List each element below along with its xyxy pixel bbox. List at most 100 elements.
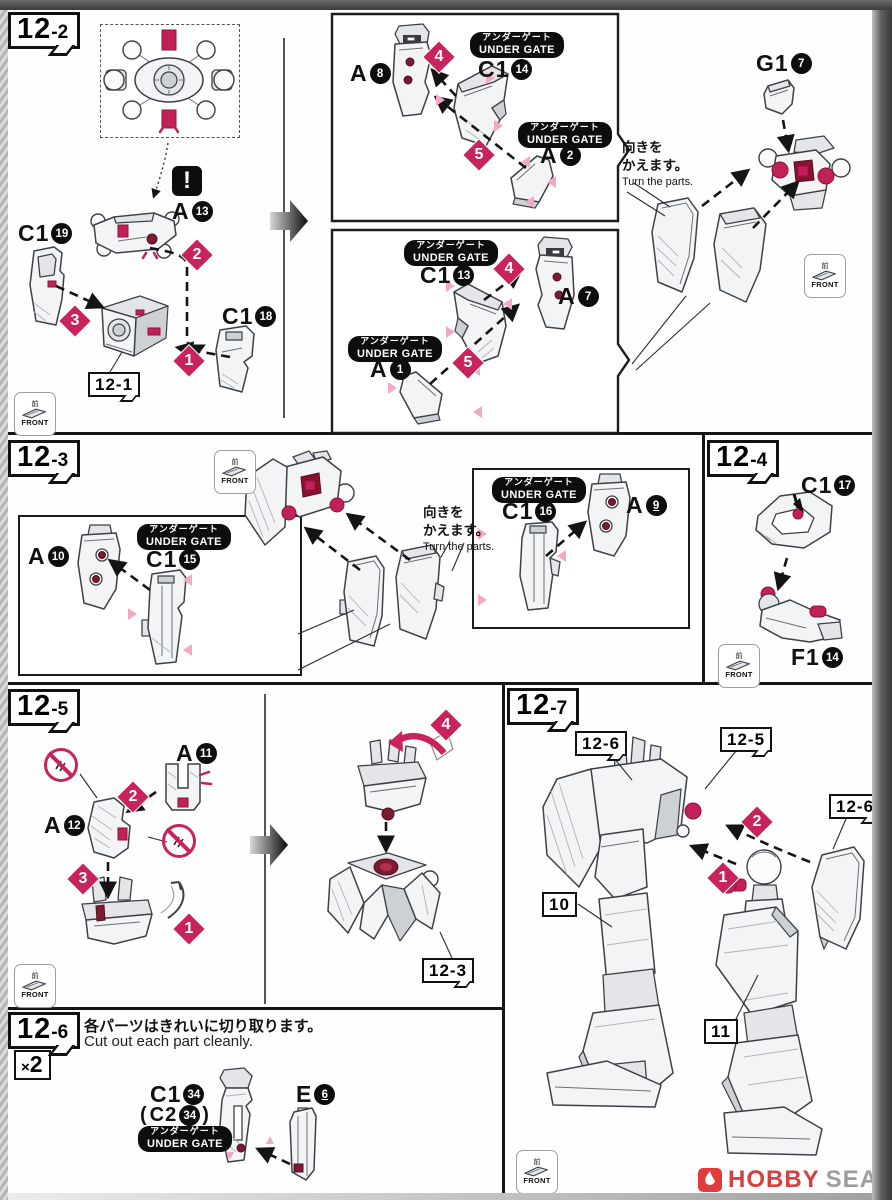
seam-marks-glyph [173, 836, 184, 848]
part-illustration-e6 [289, 1107, 317, 1181]
page-edge-top [0, 0, 892, 10]
front-orientation-icon: 前 FRONT [14, 964, 56, 1008]
ref-label-10: 10 [542, 892, 577, 917]
under-gate-badge: アンダーゲート UNDER GATE [404, 240, 498, 266]
ref-label-12-1: 12-1 [88, 372, 141, 397]
front-orientation-icon: 前 FRONT [516, 1150, 558, 1194]
step-1-marker: 1 [710, 865, 736, 891]
part-illustration-c1-16 [519, 521, 561, 611]
part-illustration-skirt-left [651, 197, 699, 293]
step-4-marker-box2: 4 [496, 256, 522, 282]
border-12-5-12-7 [502, 682, 505, 1200]
next-step-arrow [250, 824, 288, 866]
part-illustration-body-12-1 [101, 295, 169, 357]
quantity-x2-badge: ×2 [14, 1050, 51, 1080]
under-gate-badge: アンダーゲート UNDER GATE [348, 336, 442, 362]
step-3-marker: 3 [70, 866, 96, 892]
ref-label-12-6-hip: 12-6 [575, 731, 628, 756]
section-title-12-5: 12 -5 [8, 689, 81, 726]
step-5-marker-box2: 5 [455, 350, 481, 376]
border-row2 [8, 682, 874, 685]
section-number: 12 [17, 13, 52, 45]
part-illustration-armor-left [339, 555, 385, 647]
do-not-cut-icon [162, 824, 196, 858]
part-illustration-a8 [392, 23, 432, 117]
front-orientation-icon: 前 FRONT [214, 450, 256, 494]
watermark-brand-red: HOBBY [728, 1166, 820, 1193]
part-illustration-armor-right [395, 544, 445, 640]
part-illustration-c1-34 [219, 1067, 253, 1163]
step-4-marker-box1: 4 [426, 44, 452, 70]
front-arrow-glyph [222, 466, 246, 477]
warning-mark: ! [183, 167, 191, 194]
part-illustration-skirt-right [713, 207, 767, 303]
under-gate-badge: アンダーゲート UNDER GATE [518, 122, 612, 148]
hobby-search-watermark: HOBBY SEARCH [698, 1166, 892, 1194]
front-orientation-icon: 前 FRONT [14, 392, 56, 436]
page-edge-left [0, 10, 8, 1200]
section-title-12-3: 12 -3 [8, 440, 81, 477]
step-5-marker-box1: 5 [466, 142, 492, 168]
step-1-marker: 1 [176, 348, 202, 374]
part-illustration-base-unit [81, 876, 153, 945]
under-gate-badge: アンダーゲート UNDER GATE [492, 477, 586, 503]
page-edge-right [872, 10, 892, 1200]
section-subnumber: -2 [51, 22, 69, 43]
section-title-12-7: 12 -7 [507, 688, 580, 725]
turn-parts-note: 向きを かえます。 Turn the parts. [622, 140, 694, 189]
part-label-c2-34: ( C2 34 ) [140, 1104, 210, 1126]
part-illustration-waist-result-12-3 [327, 852, 441, 942]
front-orientation-icon: 前 FRONT [804, 254, 846, 298]
under-gate-badge: アンダーゲート UNDER GATE [138, 1126, 232, 1152]
part-illustration-c1-17 [755, 491, 833, 549]
do-not-cut-icon [44, 748, 78, 782]
part-illustration-side-armor [811, 846, 865, 950]
ref-label-12-3: 12-3 [422, 958, 475, 983]
warning-icon: ! [172, 166, 202, 196]
part-illustration-c1-18 [215, 325, 255, 393]
front-orientation-icon: 前 FRONT [718, 644, 760, 688]
front-arrow-glyph [22, 408, 46, 419]
part-illustration-a9 [587, 473, 631, 557]
front-arrow-glyph [22, 980, 46, 991]
seam-marks-glyph [55, 760, 66, 772]
part-illustration-a13-assembly [90, 211, 180, 260]
border-12-3-12-4 [702, 432, 705, 684]
turn-parts-note: 向きを かえます。 Turn the parts. [423, 505, 495, 554]
ref-label-11: 11 [704, 1019, 738, 1044]
step-2-marker: 2 [120, 784, 146, 810]
part-illustration-a7 [535, 236, 575, 330]
border-12-5-12-6 [8, 1007, 504, 1010]
part-illustration-a10 [77, 524, 121, 610]
step-4-marker: 4 [433, 712, 459, 738]
part-illustration-a1 [399, 371, 443, 425]
part-illustration-a13-topview [103, 29, 235, 134]
step-2-marker: 2 [184, 242, 210, 268]
step-3-marker: 3 [62, 308, 88, 334]
part-illustration-f1-14 [758, 586, 843, 643]
step-1-marker: 1 [176, 916, 202, 942]
step-2-marker: 2 [744, 809, 770, 835]
next-step-arrow [270, 200, 308, 242]
part-illustration-core-unit [357, 739, 427, 821]
front-arrow-glyph [524, 1166, 548, 1177]
front-arrow-glyph [812, 270, 836, 281]
